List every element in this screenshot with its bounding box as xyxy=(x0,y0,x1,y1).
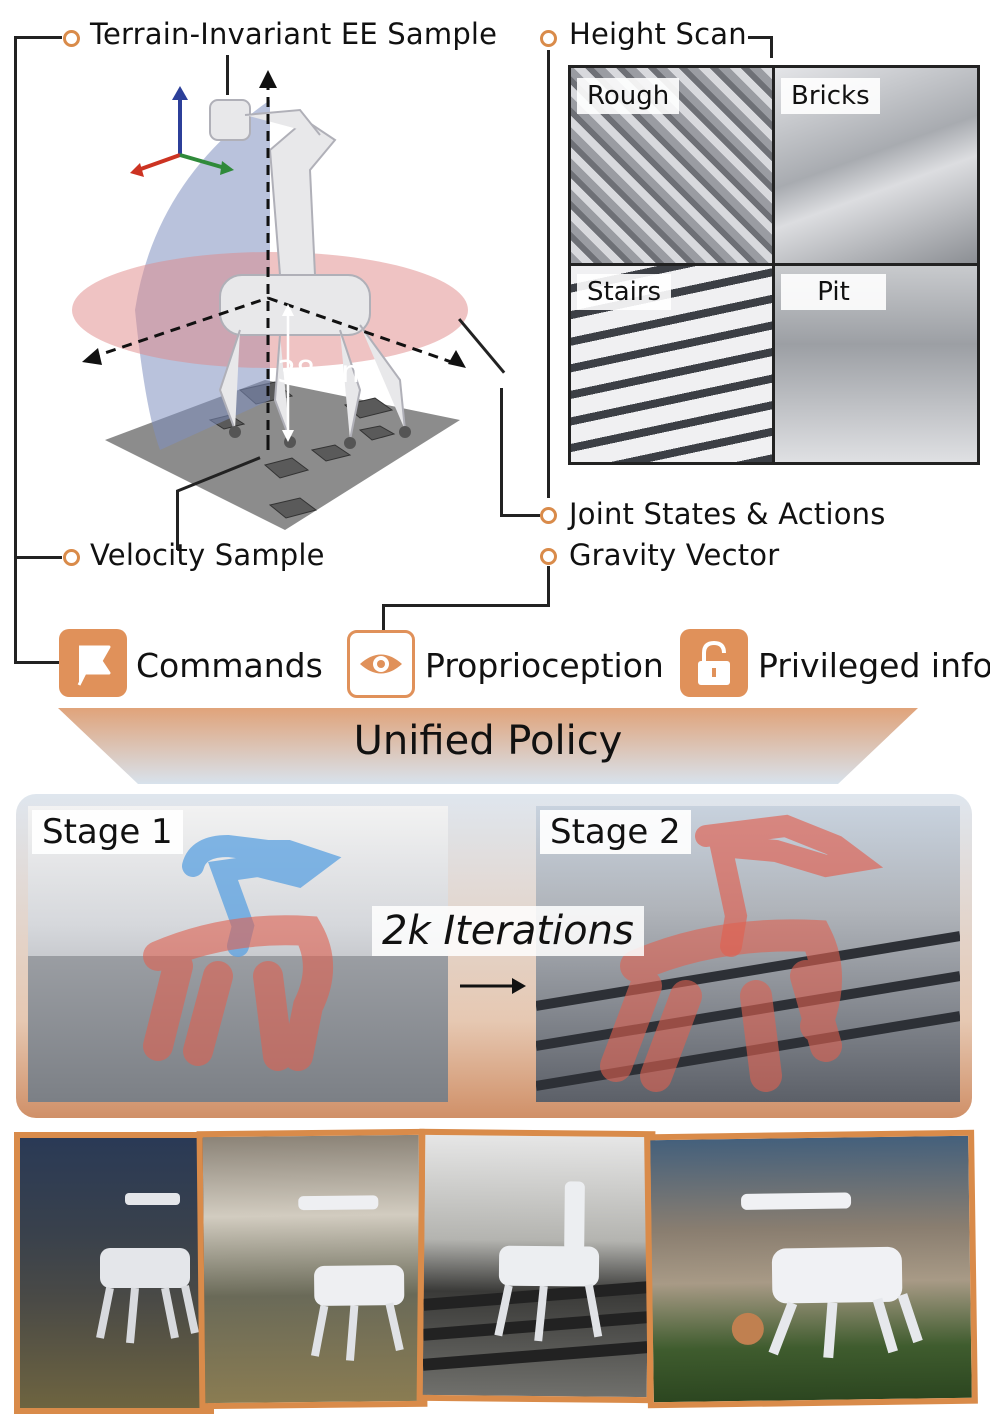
robot-photo-illustration xyxy=(96,1193,199,1344)
arrow-right-icon xyxy=(460,978,526,994)
commands-label: Commands xyxy=(136,646,323,685)
terrain-tile-bricks: Bricks xyxy=(775,68,977,263)
velocity-sample-label: Velocity Sample xyxy=(90,538,325,572)
ee-sample-label: Terrain-Invariant EE Sample xyxy=(90,17,498,51)
connector-line xyxy=(14,36,62,39)
connector-line xyxy=(547,50,550,498)
left-connector-line xyxy=(14,36,17,664)
bullet-dot xyxy=(540,548,557,565)
flag-icon xyxy=(77,645,111,686)
terrain-grid: Rough Bricks Stairs Pit xyxy=(568,65,980,465)
connector-line xyxy=(500,388,503,516)
deployment-photo-1 xyxy=(14,1132,214,1414)
lock-icon xyxy=(698,640,730,685)
terrain-label: Rough xyxy=(577,78,680,114)
connector-line xyxy=(500,514,540,517)
height-scan-label: Height Scan xyxy=(569,17,747,51)
bullet-dot xyxy=(63,549,80,566)
connector-line xyxy=(176,490,179,550)
unified-policy-title: Unified Policy xyxy=(353,718,623,764)
stage2-label: Stage 2 xyxy=(540,810,691,854)
stage1-robot-highlight xyxy=(28,834,448,1102)
deployment-photo-3 xyxy=(416,1128,656,1404)
connector-line xyxy=(14,556,62,559)
privileged-badge xyxy=(680,629,748,697)
eye-icon xyxy=(360,654,402,674)
robot-scene-illustration xyxy=(72,70,468,530)
connector-line xyxy=(382,604,550,607)
robot-photo-illustration xyxy=(422,1181,649,1371)
policy-funnel xyxy=(58,708,918,784)
connector-line xyxy=(14,661,62,664)
deployment-photo-4 xyxy=(644,1129,978,1409)
terrain-label: Stairs xyxy=(577,274,672,310)
connector-line xyxy=(382,604,385,632)
terrain-tile-stairs: Stairs xyxy=(571,266,772,462)
joint-states-label: Joint States & Actions xyxy=(569,497,886,531)
terrain-tile-rough: Rough xyxy=(571,68,772,263)
terrain-label: Pit xyxy=(781,274,886,310)
gravity-vector-label: Gravity Vector xyxy=(569,538,780,572)
connector-line xyxy=(547,566,550,606)
stage1-label: Stage 1 xyxy=(32,810,183,854)
bullet-dot xyxy=(540,507,557,524)
robot-photo-illustration xyxy=(731,1192,923,1359)
proprioception-label: Proprioception xyxy=(425,646,664,685)
stage2-robot-highlight xyxy=(536,814,960,1092)
bullet-dot xyxy=(540,30,557,47)
connector-line xyxy=(748,36,773,39)
robot-photo-illustration xyxy=(298,1195,405,1361)
terrain-tile-pit: Pit xyxy=(775,266,977,462)
commands-badge xyxy=(59,629,127,697)
iterations-label: 2k Iterations xyxy=(372,906,644,956)
bullet-dot xyxy=(63,30,80,47)
height-label: 38 cm xyxy=(277,355,371,390)
deployment-photo-2 xyxy=(196,1128,428,1410)
connector-line xyxy=(226,55,229,95)
terrain-label: Bricks xyxy=(781,78,880,114)
proprioception-badge xyxy=(347,630,415,698)
privileged-label: Privileged info xyxy=(758,646,990,685)
connector-line xyxy=(770,36,773,58)
